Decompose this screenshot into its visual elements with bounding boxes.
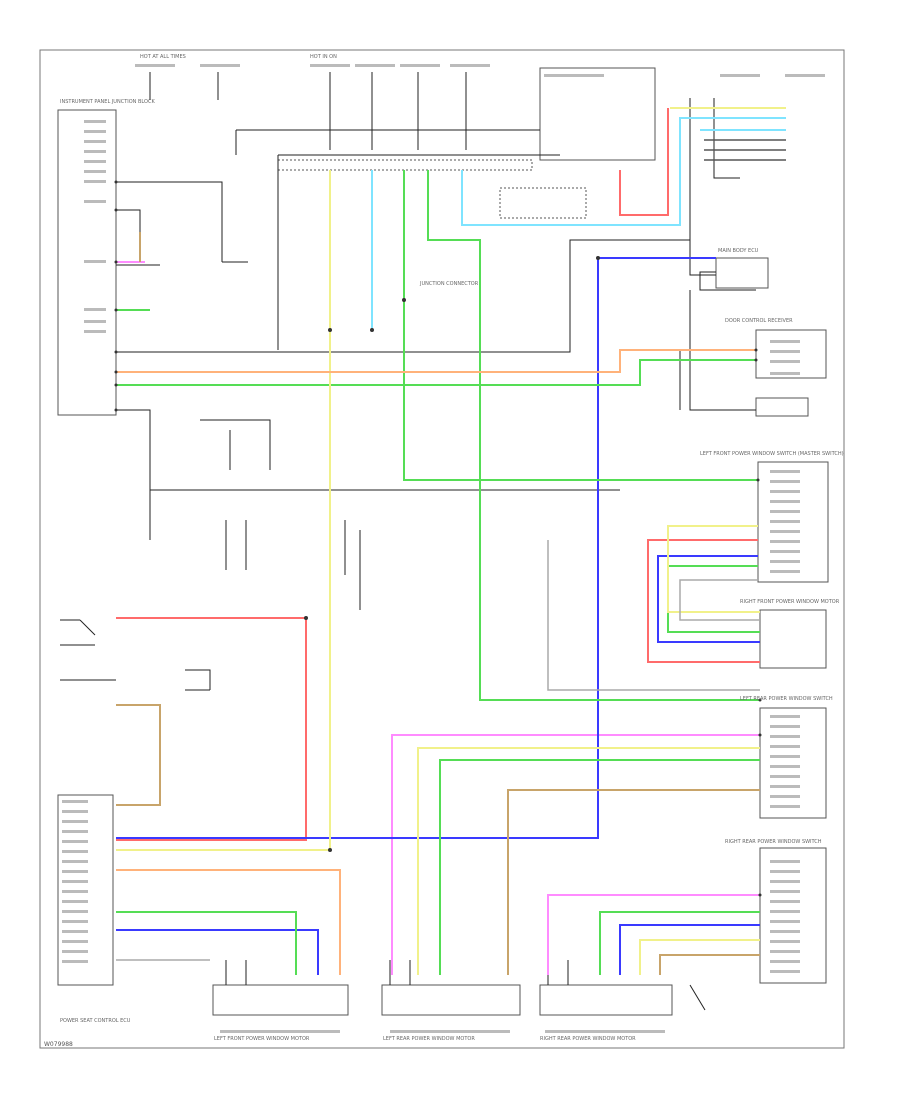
- wire-pink-mid: [391, 734, 760, 975]
- wire-green-mid: [403, 170, 758, 481]
- wire-green-jc: [116, 359, 756, 386]
- junction-box-inner: [499, 187, 587, 219]
- power-seat-control-ecu-box: [57, 794, 114, 986]
- wire-yellow-right: [667, 525, 760, 613]
- wire-pink-right: [547, 894, 760, 975]
- wire-blue-right: [657, 555, 760, 643]
- lf-window-switch-box: [759, 707, 827, 819]
- wire-yellow-lr: [417, 747, 760, 975]
- diagram-footer-code: W079988: [44, 1041, 73, 1048]
- black-wires: [60, 72, 756, 1011]
- power-seat-control-ecu-label: POWER SEAT CONTROL ECU: [60, 1018, 131, 1024]
- lr-switch-label: LEFT REAR POWER WINDOW SWITCH: [740, 696, 833, 702]
- main-body-ecu-box: [715, 257, 769, 289]
- wire-blue-main: [116, 257, 716, 839]
- left-front-motor-label: LEFT FRONT POWER WINDOW MOTOR: [214, 1036, 310, 1042]
- rf-window-switch-box: [757, 461, 829, 583]
- right-rear-motor-label: RIGHT REAR POWER WINDOW MOTOR: [540, 1036, 636, 1042]
- rf-switch-label: LEFT FRONT POWER WINDOW SWITCH (MASTER S…: [700, 451, 844, 457]
- wire-tan-left: [116, 704, 161, 806]
- wire-darkgray-receiver: [704, 139, 786, 161]
- wire-red-top: [619, 108, 669, 216]
- right-rear-power-window-motor-box: [539, 984, 673, 1016]
- wire-gray-right: [679, 579, 760, 621]
- wire-lightblue-top2: [461, 117, 786, 226]
- connector-pins: [114, 180, 762, 897]
- left-rear-power-window-motor-box: [381, 984, 521, 1016]
- left-front-power-window-motor-box: [212, 984, 349, 1016]
- wire-tan-rr: [659, 954, 760, 975]
- wire-blue-bottom: [116, 929, 319, 975]
- wire-green-bottom: [116, 911, 297, 975]
- right-front-power-window-motor-box: [759, 609, 827, 669]
- module-labels: INSTRUMENT PANEL JUNCTION BLOCK POWER SE…: [44, 54, 844, 1048]
- junction-connector-right-box: [755, 329, 827, 379]
- wire-orange-main: [116, 349, 756, 373]
- hot-in-on-label: HOT IN ON: [310, 54, 337, 60]
- wire-green-rr: [599, 911, 760, 975]
- pin-label-bars: [62, 64, 825, 1033]
- wire-yellow-rr: [639, 939, 760, 975]
- junction-connector-label: JUNCTION CONNECTOR: [419, 281, 479, 287]
- left-rear-motor-label: LEFT REAR POWER WINDOW MOTOR: [383, 1036, 475, 1042]
- wire-red: [116, 617, 307, 841]
- wire-gray-mid: [547, 540, 760, 691]
- wire-green-lr: [439, 759, 760, 975]
- rr-window-switch-box: [759, 847, 827, 984]
- wire-green-vert: [427, 170, 760, 701]
- right-front-motor-label: RIGHT FRONT POWER WINDOW MOTOR: [740, 599, 840, 605]
- rr-switch-label: RIGHT REAR POWER WINDOW SWITCH: [725, 839, 822, 845]
- diagram-frame: [39, 49, 845, 1049]
- colored-wires: [116, 107, 786, 975]
- wire-blue-rr: [619, 924, 760, 975]
- junction-connector-right-2-box: [755, 397, 809, 417]
- instrument-panel-jb-label: INSTRUMENT PANEL JUNCTION BLOCK: [60, 99, 155, 105]
- wire-orange-bottom: [116, 869, 341, 975]
- module-boxes: [57, 67, 829, 1016]
- door-control-receiver-label: DOOR CONTROL RECEIVER: [725, 318, 793, 324]
- main-body-ecu-label: MAIN BODY ECU: [718, 248, 759, 254]
- wire-red-right: [647, 539, 760, 663]
- wire-tan-mid: [507, 789, 760, 975]
- hot-at-all-times-label: HOT AT ALL TIMES: [140, 54, 186, 60]
- door-control-receiver-box: [539, 67, 656, 161]
